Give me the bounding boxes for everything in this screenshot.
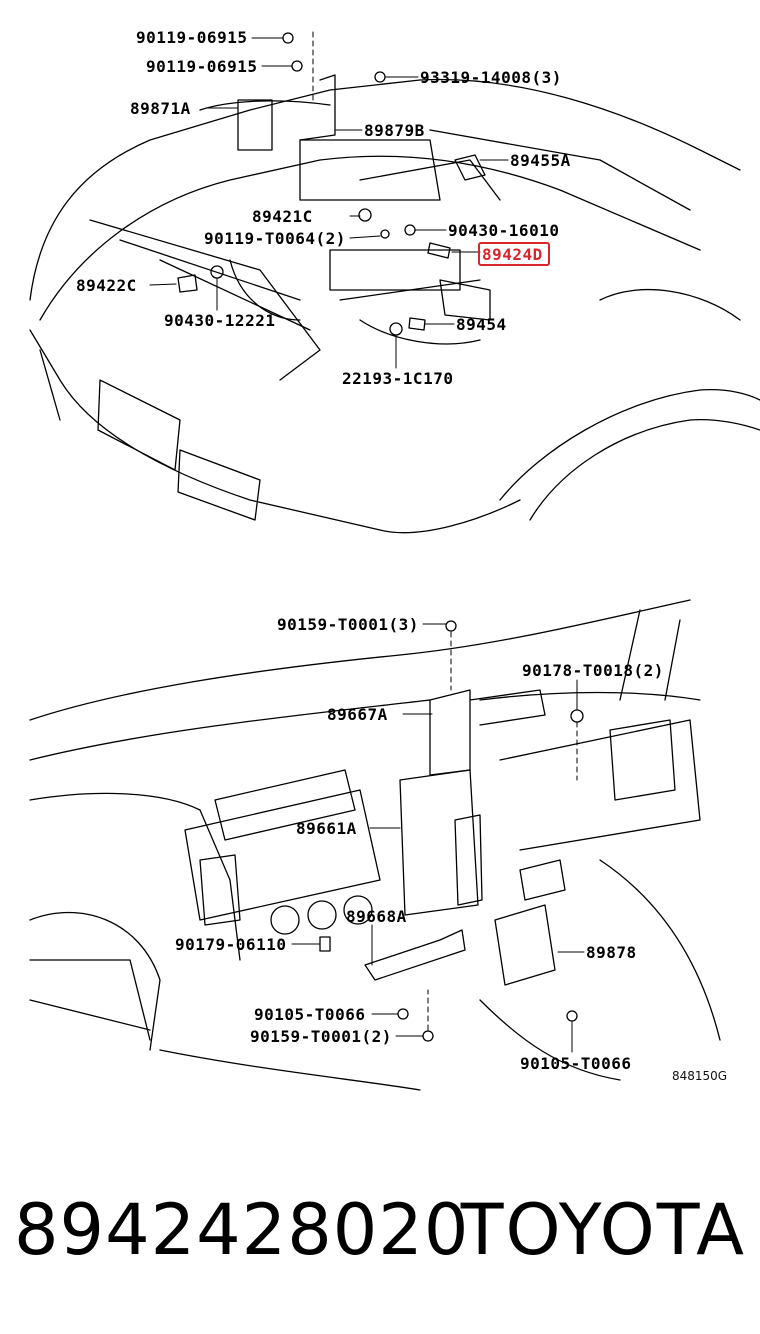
leader-lines-top [149, 31, 509, 369]
ecu-parts [319, 620, 584, 1042]
top-labels: 90119-06915 90119-06915 93319-14008(3) 8… [76, 28, 571, 388]
callout-89668a: 89668A [346, 907, 407, 926]
callout-90119-t0064: 90119-T0064(2) [204, 229, 346, 248]
engine-bay-drawing [29, 78, 760, 534]
footer: 8942428020 TOYOTA [0, 1180, 760, 1290]
highlight-box [478, 242, 550, 266]
callout-89424d: 89424D [482, 245, 543, 264]
callout-22193-1c170: 22193-1C170 [342, 369, 453, 388]
callout-89661a: 89661A [296, 819, 357, 838]
callout-89871a: 89871A [130, 99, 191, 118]
brand-name: TOYOTA [460, 1189, 746, 1271]
callout-90159-t0001-3: 90159-T0001(3) [277, 615, 419, 634]
callout-90119-06915-b: 90119-06915 [146, 57, 257, 76]
bottom-labels: 90159-T0001(3) 90178-T0018(2) 89667A 896… [175, 615, 727, 1083]
parts-diagram: 90119-06915 90119-06915 93319-14008(3) 8… [29, 28, 760, 1091]
callout-89454: 89454 [456, 315, 507, 334]
figure-code: 848150G [672, 1069, 727, 1083]
callout-89455a: 89455A [510, 151, 571, 170]
callout-90105-t0066-a: 90105-T0066 [254, 1005, 365, 1024]
callout-89667a: 89667A [327, 705, 388, 724]
callout-90159-t0001-2: 90159-T0001(2) [250, 1027, 392, 1046]
callout-89422c: 89422C [76, 276, 137, 295]
callout-90430-12221: 90430-12221 [164, 311, 275, 330]
dashboard-drawing [29, 599, 721, 1091]
callout-89879b: 89879B [364, 121, 425, 140]
callout-93319-14008: 93319-14008(3) [420, 68, 562, 87]
callout-90430-16010: 90430-16010 [448, 221, 559, 240]
callout-89878: 89878 [586, 943, 637, 962]
callout-90179-06110: 90179-06110 [175, 935, 286, 954]
part-number: 8942428020 [14, 1189, 470, 1271]
leader-lines-bottom [291, 623, 585, 1053]
callout-90105-t0066-b: 90105-T0066 [520, 1054, 631, 1073]
callout-90178-t0018: 90178-T0018(2) [522, 661, 664, 680]
callout-90119-06915-a: 90119-06915 [136, 28, 247, 47]
engine-parts [177, 32, 486, 336]
callout-89421c: 89421C [252, 207, 313, 226]
